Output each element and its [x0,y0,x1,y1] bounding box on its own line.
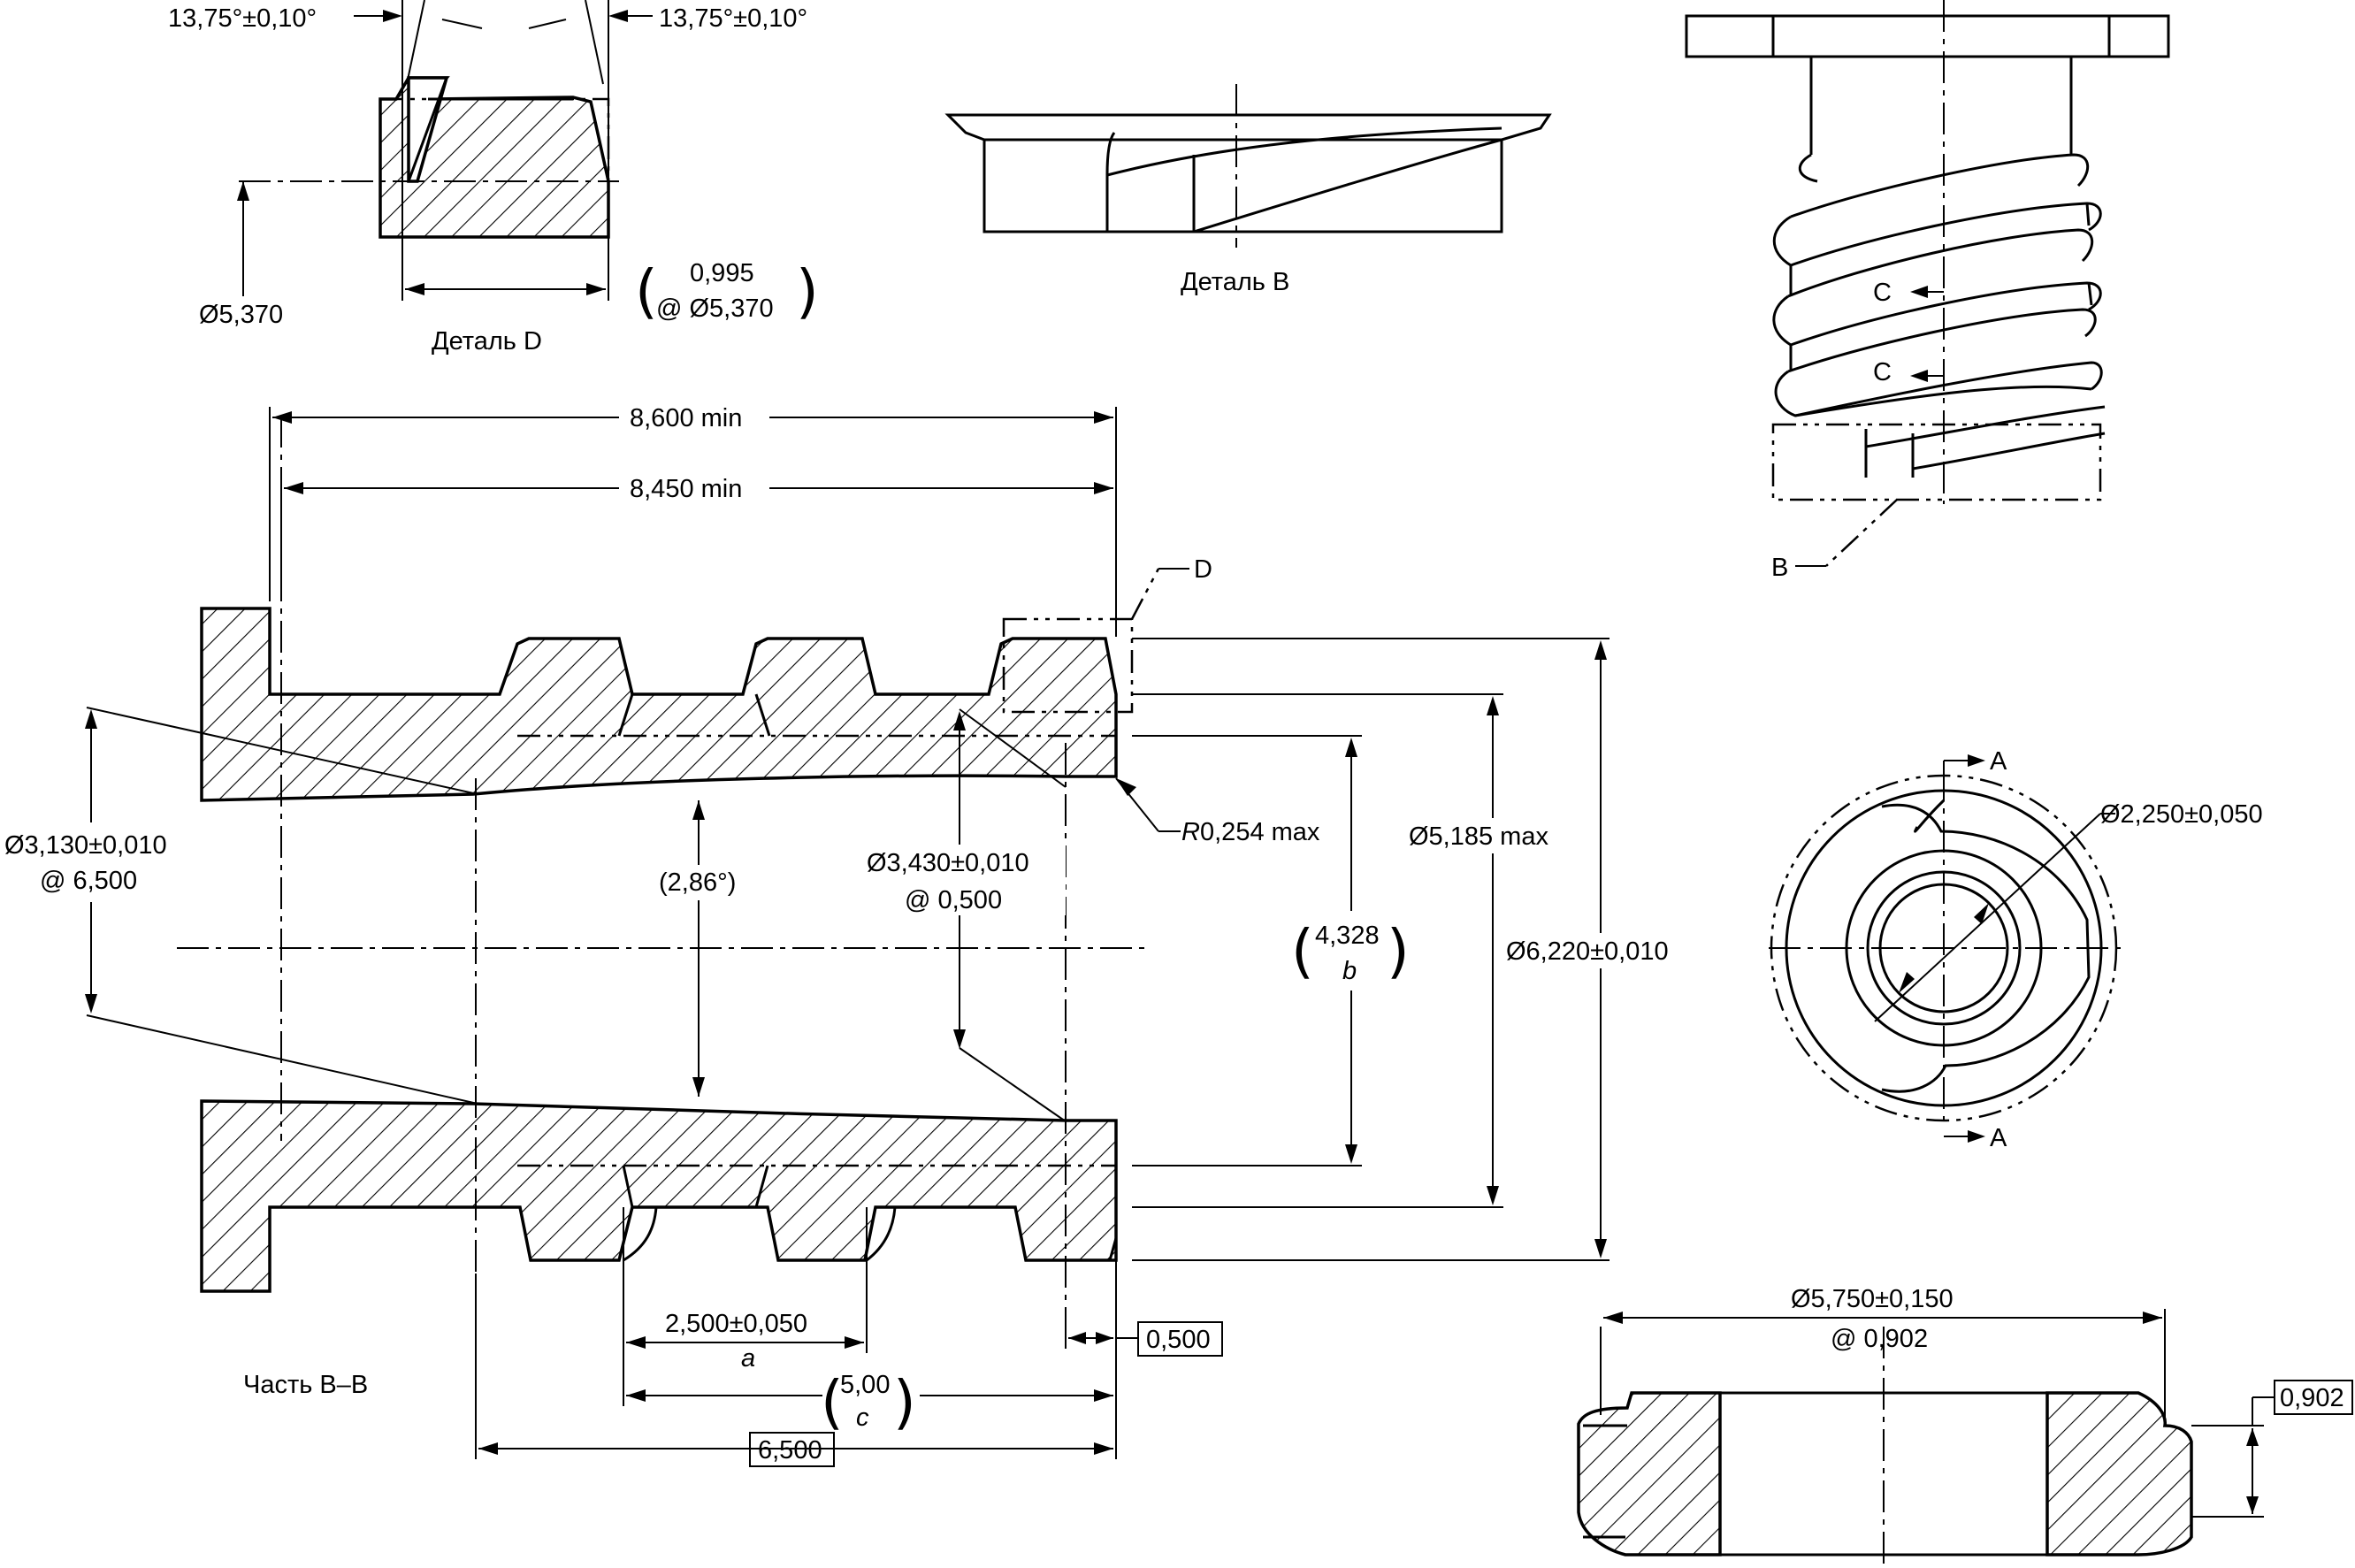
section-upper-wall [200,607,1118,802]
section-detail-d-boundary [1002,617,1134,714]
detail-b-view: Деталь B [944,84,1552,296]
b-letter-label: b [1342,957,1357,985]
b-value-label: 4,328 [1315,922,1380,950]
basic-0902-box [2274,1380,2353,1415]
c-dim-mask [822,1362,920,1433]
c-letter-label: c [856,1404,869,1432]
b-dim-mask [1291,911,1415,991]
overall-length-mask [619,402,769,434]
inner-diameter-mask [862,845,1066,915]
detail-d-ref: D [1194,555,1212,584]
flange-right-wall [2045,1391,2193,1557]
section-bb-view: 8,600 min 8,450 min D Ø3,130±0,010 @ 6,5… [0,402,1702,1467]
taper-angle-mask [654,865,752,900]
taper-angle-label: (2,86°) [659,868,736,897]
iso-thread-view: C C B [1685,0,2170,582]
flange-section-view: Ø5,750±0,150 @ 0,902 0,902 [1577,1282,2353,1568]
b-paren-right: ) [1387,917,1410,985]
c-paren-right: ) [893,1368,916,1436]
thread-length-mask [619,473,769,505]
basic-0500-label: 0,500 [1146,1326,1211,1354]
detail-d-angle-left: 13,75°±0,10° [168,4,317,33]
iso-section-c-top: C [1873,279,1892,307]
pitch-mask [656,1307,842,1339]
pitch-letter-label: a [741,1344,755,1373]
flange-diameter-label: Ø5,750±0,150 [1791,1285,1954,1313]
iso-detail-b-boundary [1771,423,2102,501]
flange-diameter-ref: @ 0,902 [1831,1325,1928,1353]
major-diameter-label: Ø6,220±0,010 [1506,937,1669,966]
iso-thread-helix [1772,153,2103,417]
radius-letter: R [1181,818,1200,846]
flange-left-wall [1577,1391,1722,1557]
b-paren-left: ( [1291,917,1314,985]
detail-d-paren-left: ( [635,257,658,325]
section-bb-caption: Часть B–B [243,1371,368,1399]
end-view: A A Ø2,250±0,050 [1769,747,2263,1152]
iso-section-c-bottom: C [1873,358,1892,386]
detail-d-width-ref: @ Ø5,370 [656,294,774,323]
flange-diameter-mask [1786,1282,1990,1314]
bore-diameter-label: Ø3,130±0,010 [4,831,167,860]
pitch-label: 2,500±0,050 [665,1310,807,1338]
section-a-top: A [1990,747,2007,776]
inner-ref-label: @ 0,500 [905,886,1002,914]
radius-value-label: 0,254 max [1200,818,1320,846]
iso-detail-b-ref: B [1771,554,1788,582]
minor-diameter-label: Ø5,185 max [1409,822,1548,851]
detail-d-width-value: 0,995 [690,259,754,287]
detail-b-outline [944,113,1552,233]
minor-diameter-mask [1406,818,1583,853]
overall-length-label: 8,600 min [630,404,742,432]
hole-diameter-label: Ø2,250±0,050 [2100,800,2263,829]
iso-top-flange [1685,14,2170,58]
inner-diameter-label: Ø3,430±0,010 [867,849,1029,877]
basic-0902-label: 0,902 [2280,1384,2344,1412]
section-a-bottom: A [1990,1124,2007,1152]
detail-d-diameter-label: Ø5,370 [199,301,283,329]
thread-length-label: 8,450 min [630,475,742,503]
detail-d-caption: Деталь D [432,327,542,356]
basic-6500-label: 6,500 [758,1436,822,1465]
detail-d-paren-right: ) [796,257,819,325]
basic-0500-box [1137,1321,1223,1357]
bore-diameter-mask [0,822,208,902]
basic-6500-box [749,1432,835,1467]
c-value-label: 5,00 [840,1371,890,1399]
bore-ref-label: @ 6,500 [40,867,137,895]
detail-d-angle-right: 13,75°±0,10° [659,4,807,33]
detail-b-caption: Деталь B [1181,268,1289,296]
c-paren-left: ( [821,1368,844,1436]
detail-d-view: 13,75°±0,10° 13,75°±0,10° Ø5,370 ( ) 0,9… [168,0,819,356]
major-diameter-mask [1503,933,1702,968]
section-lower-wall [200,1099,1118,1293]
